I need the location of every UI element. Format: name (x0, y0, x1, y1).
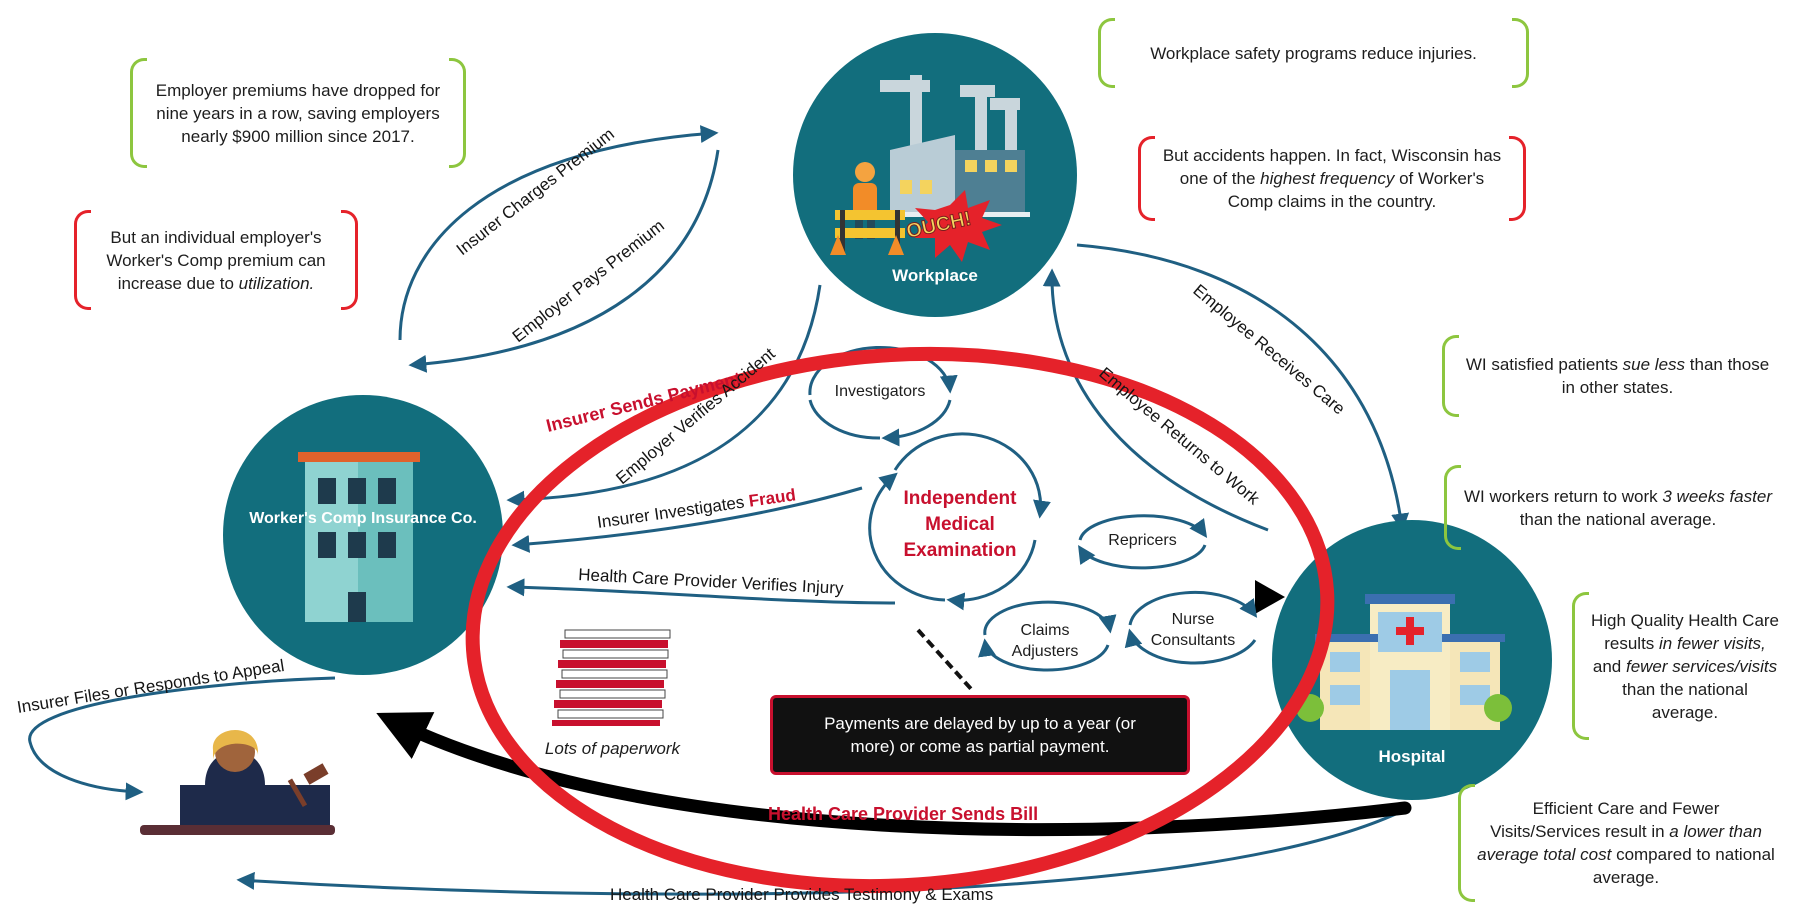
ime-title: Independent Medical Examination (903, 488, 1017, 561)
arrow-employee-returns (1042, 268, 1269, 532)
note-accidents: But accidents happen. In fact, Wisconsin… (1138, 136, 1526, 221)
hospital-building-icon (1296, 594, 1512, 730)
note-premiums-dropped: Employer premiums have dropped for nine … (130, 58, 466, 168)
barrier-icon (830, 210, 905, 255)
payments-delayed-box: Payments are delayed by up to a year (or… (770, 695, 1190, 775)
arrow-employer-verifies (506, 284, 822, 509)
label-employer-pays: Employer Pays Premium (509, 216, 668, 346)
ime-loop (868, 432, 1051, 611)
label-provider-testimony: Health Care Provider Provides Testimony … (610, 885, 993, 904)
investigators-loop (808, 345, 958, 447)
label-employee-receives: Employee Receives Care (1189, 281, 1348, 419)
investigators-label: Investigators (834, 383, 926, 400)
red-highlight-ellipse (465, 346, 1335, 894)
label-insurer-files: Insurer Files or Responds to Appeal (16, 656, 286, 717)
arrow-insurer-charges (398, 125, 719, 341)
arrow-provider-sends-bill (376, 712, 1412, 837)
label-provider-sends-bill: Health Care Provider Sends Bill (768, 804, 1038, 824)
dashed-connector (916, 628, 974, 692)
nurse-consultants-label: Nurse Consultants (1150, 611, 1236, 649)
claims-adjusters-loop (978, 600, 1117, 672)
arrow-employer-pays (408, 149, 720, 373)
ouch-burst-icon (915, 190, 1002, 262)
arrow-employee-receives (1076, 243, 1410, 532)
claims-adjusters-label: Claims Adjusters (1011, 622, 1079, 660)
note-safety-programs: Workplace safety programs reduce injurie… (1098, 18, 1529, 88)
paperwork-caption: Lots of paperwork (544, 739, 681, 758)
note-return-faster: WI workers return to work 3 weeks faster… (1444, 465, 1774, 550)
paperwork-stack-icon (552, 629, 671, 726)
label-insurer-charges: Insurer Charges Premium (453, 124, 618, 259)
workplace-label: Workplace (892, 266, 978, 285)
factory-icon (880, 75, 1030, 217)
note-sue-less: WI satisfied patients sue less than thos… (1442, 335, 1775, 417)
arrow-insurer-files (28, 676, 336, 801)
note-efficient-care: Efficient Care and Fewer Visits/Services… (1458, 784, 1776, 902)
arrow-insurer-investigates (511, 486, 863, 553)
label-provider-verifies: Health Care Provider Verifies Injury (578, 565, 845, 598)
note-high-quality: High Quality Health Care results in fewe… (1572, 592, 1780, 740)
insurance-label: Worker's Comp Insurance Co. (249, 510, 477, 527)
black-triangle-hospital (1255, 580, 1285, 614)
judge-icon (140, 730, 335, 835)
repricers-label: Repricers (1108, 532, 1177, 549)
repricers-loop (1078, 514, 1208, 570)
note-premium-increase: But an individual employer's Worker's Co… (74, 210, 358, 310)
nurse-consultants-loop (1124, 590, 1258, 665)
arrow-provider-verifies (506, 578, 896, 605)
hospital-label: Hospital (1378, 747, 1446, 766)
building-icon (298, 452, 420, 622)
